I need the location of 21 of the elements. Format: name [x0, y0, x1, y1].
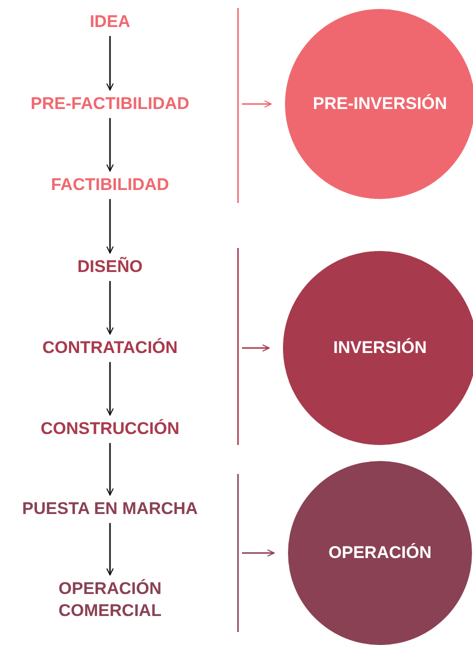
phase-circle: INVERSIÓN — [283, 251, 473, 445]
arrow — [106, 362, 114, 416]
stage-label: FACTIBILIDAD — [50, 174, 170, 196]
arrow — [106, 36, 114, 90]
arrow — [106, 281, 114, 334]
phase-circle: OPERACIÓN — [288, 461, 472, 645]
stage-label: PRE-FACTIBILIDAD — [30, 92, 190, 116]
arrow — [242, 344, 270, 352]
arrow — [242, 549, 275, 557]
stage-label: PUESTA EN MARCHA — [22, 498, 198, 520]
arrow — [106, 118, 114, 172]
stage-label: OPERACIÓN COMERCIAL — [35, 578, 185, 622]
phase-circle: PRE-INVERSIÓN — [285, 9, 473, 199]
stage-label: CONTRATACIÓN — [42, 336, 178, 360]
arrow — [242, 100, 272, 108]
stage-label: CONSTRUCCIÓN — [40, 418, 180, 440]
arrow — [106, 443, 114, 496]
arrow — [106, 523, 114, 576]
arrow — [106, 199, 114, 254]
stage-label: IDEA — [90, 10, 130, 34]
stage-label: DISEÑO — [77, 256, 143, 278]
